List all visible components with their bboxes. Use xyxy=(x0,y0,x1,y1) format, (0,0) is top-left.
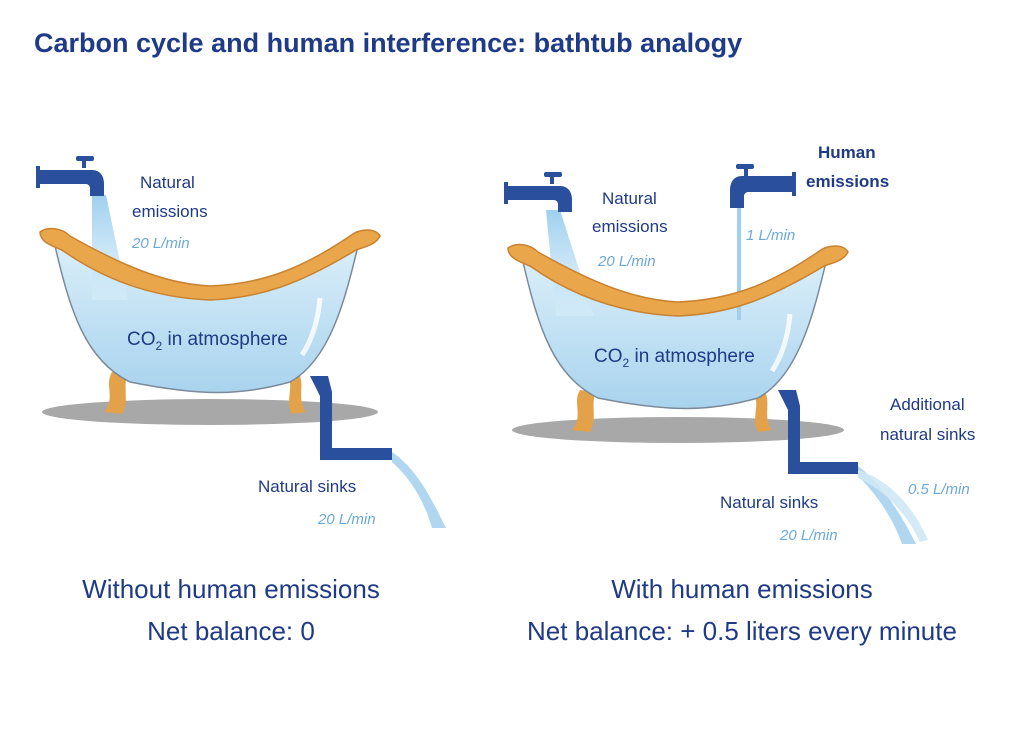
left-emission-stream xyxy=(92,195,128,300)
left-natural-sinks-rate: 20 L/min xyxy=(317,511,376,528)
right-additional-sinks-line2: natural sinks xyxy=(880,425,975,444)
left-natural-emissions-line2: emissions xyxy=(132,202,208,221)
left-tub-rim xyxy=(39,227,381,301)
left-drain-water xyxy=(392,452,446,528)
right-atmosphere-label: CO2 in atmosphere xyxy=(594,346,755,370)
left-atmosphere-label: CO2 in atmosphere xyxy=(127,329,288,353)
left-natural-emissions-line1: Natural xyxy=(140,173,195,192)
right-tub-rim xyxy=(507,243,849,317)
right-additional-sinks-line1: Additional xyxy=(890,395,965,414)
right-drain-pipe xyxy=(778,390,858,474)
right-human-emissions-line2: emissions xyxy=(806,172,889,191)
right-bathtub-group: Natural emissions 20 L/min Human emissio… xyxy=(504,143,975,646)
right-caption-line1: With human emissions xyxy=(611,574,873,604)
right-natural-sinks-rate: 20 L/min xyxy=(779,527,838,544)
right-human-emissions-line1: Human xyxy=(818,143,876,162)
right-natural-sinks-label: Natural sinks xyxy=(720,493,818,512)
right-additional-drain-water xyxy=(858,470,928,542)
left-natural-tap-icon xyxy=(36,156,104,196)
right-tub-foot-left xyxy=(572,390,596,432)
left-caption-line2: Net balance: 0 xyxy=(147,616,315,646)
right-human-emissions-rate: 1 L/min xyxy=(746,227,795,244)
right-natural-emissions-rate: 20 L/min xyxy=(597,253,656,270)
left-natural-emissions-rate: 20 L/min xyxy=(131,235,190,252)
left-bathtub-group: Natural emissions 20 L/min CO2 in atmosp… xyxy=(36,156,446,646)
right-additional-sinks-rate: 0.5 L/min xyxy=(908,481,970,498)
right-tub-foot-right xyxy=(752,390,772,432)
right-natural-emissions-line2: emissions xyxy=(592,217,668,236)
diagram-title: Carbon cycle and human interference: bat… xyxy=(34,28,742,58)
left-tub-reflection xyxy=(299,297,323,357)
right-human-tap-icon xyxy=(730,164,796,208)
left-caption-line1: Without human emissions xyxy=(82,574,380,604)
left-tub-foot-left xyxy=(104,372,128,414)
left-drain-pipe xyxy=(310,376,392,460)
right-natural-emissions-line1: Natural xyxy=(602,189,657,208)
left-tub-foot-right xyxy=(286,372,306,414)
right-natural-tap-icon xyxy=(504,172,572,212)
left-natural-sinks-label: Natural sinks xyxy=(258,477,356,496)
right-tub-reflection xyxy=(769,313,793,373)
right-human-emission-stream xyxy=(737,208,741,320)
right-caption-line2: Net balance: + 0.5 liters every minute xyxy=(527,616,957,646)
